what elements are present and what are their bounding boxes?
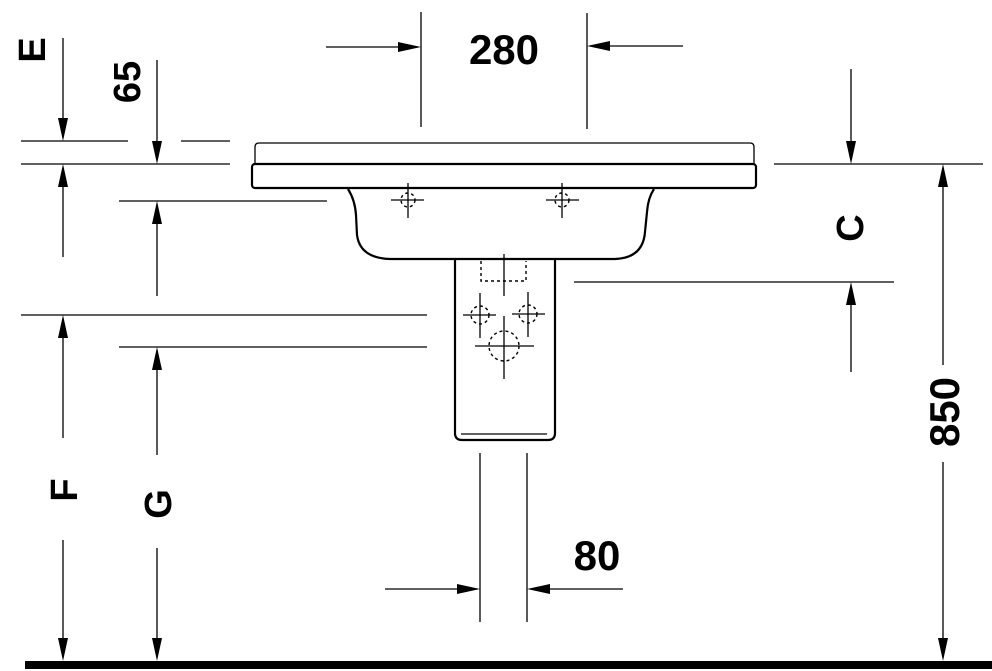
basin: [250, 142, 758, 261]
dimension-f: F: [44, 315, 86, 661]
dimension-280-label: 280: [469, 26, 539, 73]
dimension-80: 80: [385, 532, 623, 594]
tap-hole-left-icon: [391, 183, 424, 218]
dimension-e-label: E: [12, 37, 54, 62]
dimension-f-label: F: [44, 478, 86, 501]
dimension-65-label: 65: [107, 61, 149, 103]
waste-outlet-icon: [475, 316, 534, 379]
dimension-c-label: C: [830, 214, 872, 241]
floor-line: [25, 661, 992, 669]
dimension-80-label: 80: [574, 532, 621, 579]
fixing-left-icon: [463, 293, 496, 338]
dimension-850-label: 850: [921, 377, 968, 447]
dimension-g-label: G: [138, 489, 180, 519]
dimension-65: 65: [107, 60, 162, 296]
dimension-280: 280: [326, 26, 683, 73]
extension-lines: [21, 12, 983, 622]
dimension-g: G: [138, 347, 180, 661]
semi-pedestal: [453, 254, 557, 442]
tap-hole-right-icon: [546, 183, 579, 218]
fixing-right-icon: [512, 292, 545, 337]
dimension-e: E: [12, 37, 68, 257]
dimension-850: 850: [921, 164, 968, 661]
dimension-c: C: [830, 69, 872, 372]
